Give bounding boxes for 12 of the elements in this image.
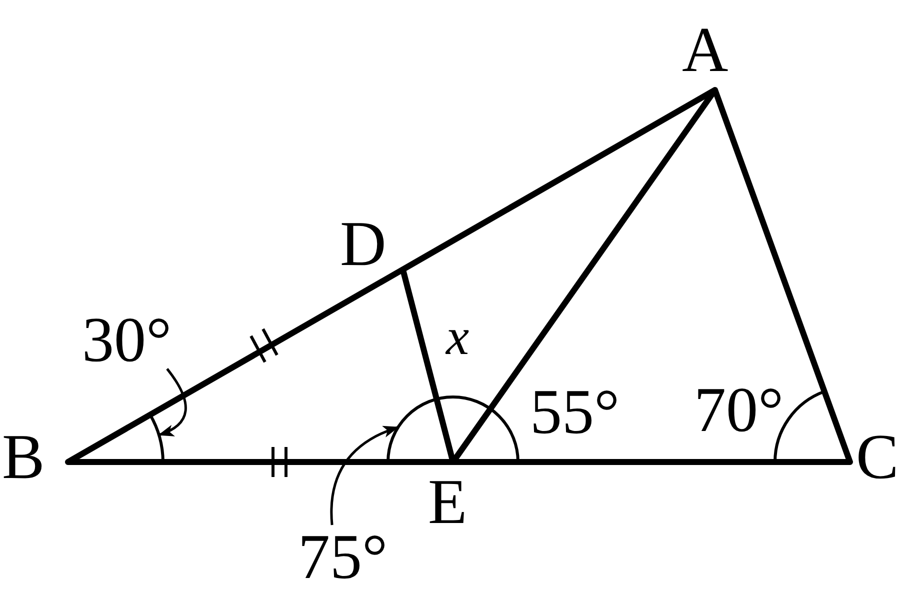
leader-arrow	[158, 368, 187, 436]
angle-label: 30°	[82, 308, 172, 372]
point-label: D	[340, 212, 386, 276]
point-label: C	[856, 425, 899, 489]
point-label: E	[428, 470, 468, 534]
angle-label: 70°	[694, 378, 784, 442]
point-label: A	[682, 18, 728, 82]
point-label: B	[2, 425, 45, 489]
angle-label: 55°	[530, 380, 620, 444]
leader-arrow	[330, 426, 400, 526]
angle-label: x	[446, 312, 470, 364]
angle-label: 75°	[298, 525, 388, 589]
